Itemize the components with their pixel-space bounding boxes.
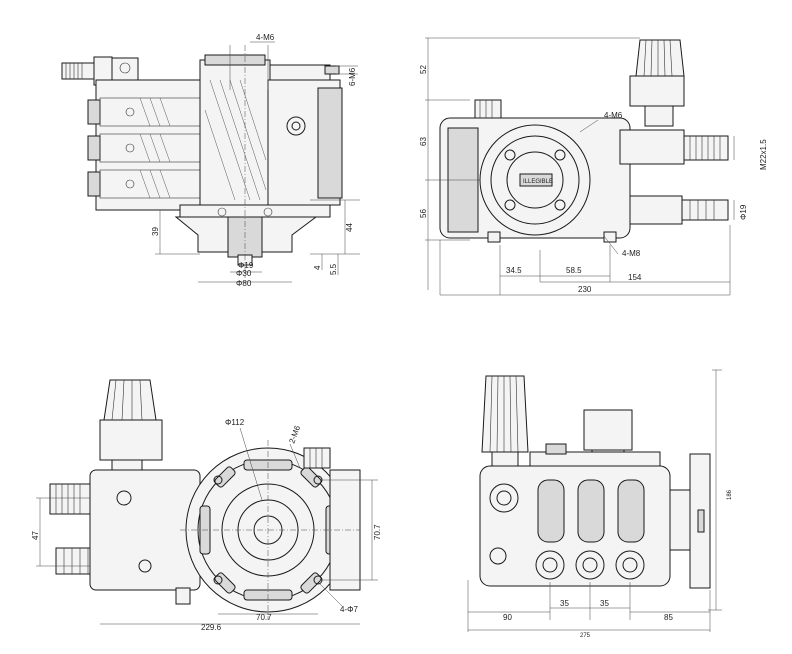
unloader-knob-top [481,375,529,475]
cylinder-heads [535,479,645,580]
view-top-left: 4-M6 6-M6 39 44 4 5.5 Φ19 Φ30 Φ80 [61,33,360,288]
manifold-block [95,79,207,211]
dim-90: 90 [503,613,512,622]
dim-6-m6: 6-M6 [348,67,357,86]
dim-4-m8: 4-M8 [622,249,641,258]
dim-154: 154 [628,273,642,282]
brand-plate: ILLEGIBLE [523,179,553,185]
top-nut [474,99,502,119]
dim-52: 52 [419,65,428,74]
view-bottom-right: 186 90 35 35 85 275 [467,369,733,639]
dim-230: 230 [578,285,592,294]
dim-4-d7: 4-Φ7 [340,605,358,614]
dim-58-5: 58.5 [566,266,582,275]
view-bottom-left: Φ112 2-M6 47 70.7 70.7 229.6 4-Φ7 [31,379,382,632]
crank-hatching [204,79,267,201]
dim-63: 63 [419,137,428,146]
dim-d30: Φ30 [236,269,252,278]
unloader-knob [629,39,685,127]
dim-85: 85 [664,613,673,622]
dim-d112: Φ112 [225,418,245,427]
dim-186: 186 [727,489,733,500]
dim-5-5: 5.5 [329,263,338,275]
dim-47: 47 [31,531,40,540]
dim-39: 39 [151,227,160,236]
dim-70-7-horizontal: 70.7 [256,613,272,622]
dim-2-m6: 2-M6 [287,424,302,445]
dim-4-m6-front: 4-M6 [604,111,623,120]
dim-m22: M22x1.5 [759,139,768,170]
outlet-thread [683,135,729,161]
dim-d19-front: Φ19 [739,204,748,220]
dim-275: 275 [580,633,591,639]
dim-4-m6-top: 4-M6 [256,33,275,42]
oil-cap [583,409,633,451]
dim-4: 4 [313,265,322,270]
dim-229-6: 229.6 [201,623,222,632]
inlet-barb [681,199,729,221]
dim-d80: Φ80 [236,279,252,288]
dim-56: 56 [419,209,428,218]
dim-34-5: 34.5 [506,266,522,275]
dim-44: 44 [345,223,354,232]
mounting-base [179,204,331,218]
view-top-right: ILLEGIBLE 52 63 56 4-M6 [419,37,768,296]
top-valve [111,57,139,81]
unloader-knob-rear [99,379,163,477]
dim-35-right: 35 [600,599,609,608]
dim-70-7-vertical: 70.7 [373,524,382,540]
crank-section [199,59,271,211]
dim-35-left: 35 [560,599,569,608]
dim-d19-left: Φ19 [238,261,254,270]
